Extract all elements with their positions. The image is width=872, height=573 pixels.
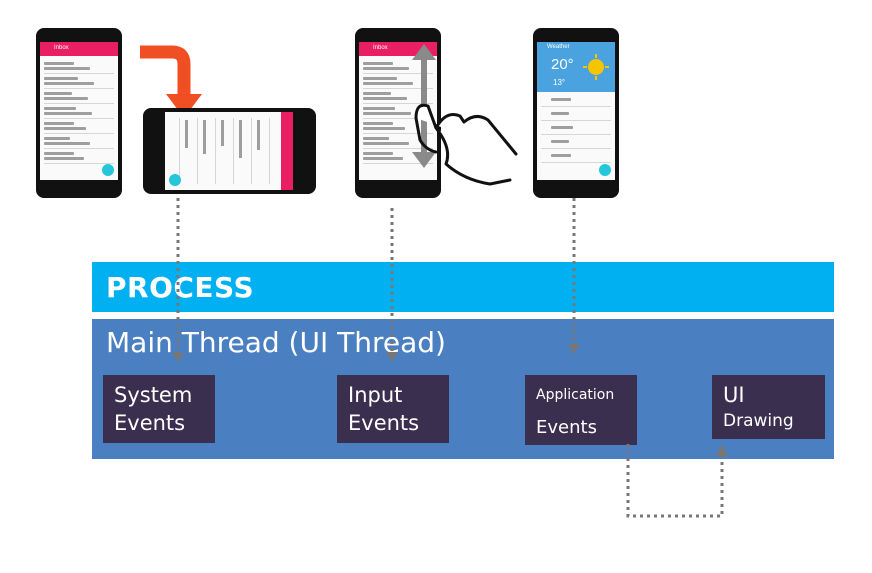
app-bar: Inbox <box>40 42 118 56</box>
rotate-arrow-icon <box>140 45 202 118</box>
weather-header: Weather 20° 13° <box>537 42 615 92</box>
input-events-line2: Events <box>348 411 420 435</box>
phone-screen <box>165 112 293 190</box>
phone-inbox-portrait: Inbox <box>36 28 122 198</box>
application-events-line2: Events <box>536 417 597 438</box>
application-events-line1: Application <box>536 387 615 403</box>
system-events-box: System Events <box>103 375 215 443</box>
system-events-line2: Events <box>114 411 186 435</box>
input-events-line1: Input <box>348 383 403 407</box>
input-events-box: Input Events <box>337 375 449 443</box>
fab-button <box>102 164 114 176</box>
main-thread-bar <box>92 319 834 459</box>
phone-screen: Weather 20° 13° <box>537 42 615 180</box>
weather-temp-now: 20° <box>551 56 574 73</box>
system-events-line1: System <box>114 383 193 407</box>
app-title: Inbox <box>54 45 69 51</box>
process-bar: PROCESS <box>92 262 834 312</box>
app-bar: Inbox <box>359 42 437 56</box>
app-title: Inbox <box>373 45 388 51</box>
sun-icon <box>583 54 609 80</box>
app-title: Weather <box>547 44 570 50</box>
ui-drawing-box: UI Drawing <box>712 375 825 439</box>
weather-temp-low: 13° <box>553 78 566 87</box>
fab-button <box>169 174 181 186</box>
phone-inbox-landscape <box>143 108 316 194</box>
app-to-ui-drawing-arrow <box>626 444 724 518</box>
fab-button <box>599 164 611 176</box>
ui-drawing-line1: UI <box>723 383 745 407</box>
ui-drawing-line2: Drawing <box>723 411 794 431</box>
hand-swipe-icon <box>414 103 518 186</box>
application-events-box: Application Events <box>525 375 637 445</box>
phone-screen: Inbox <box>40 42 118 180</box>
app-bar <box>281 112 293 190</box>
phone-weather: Weather 20° 13° <box>533 28 619 198</box>
